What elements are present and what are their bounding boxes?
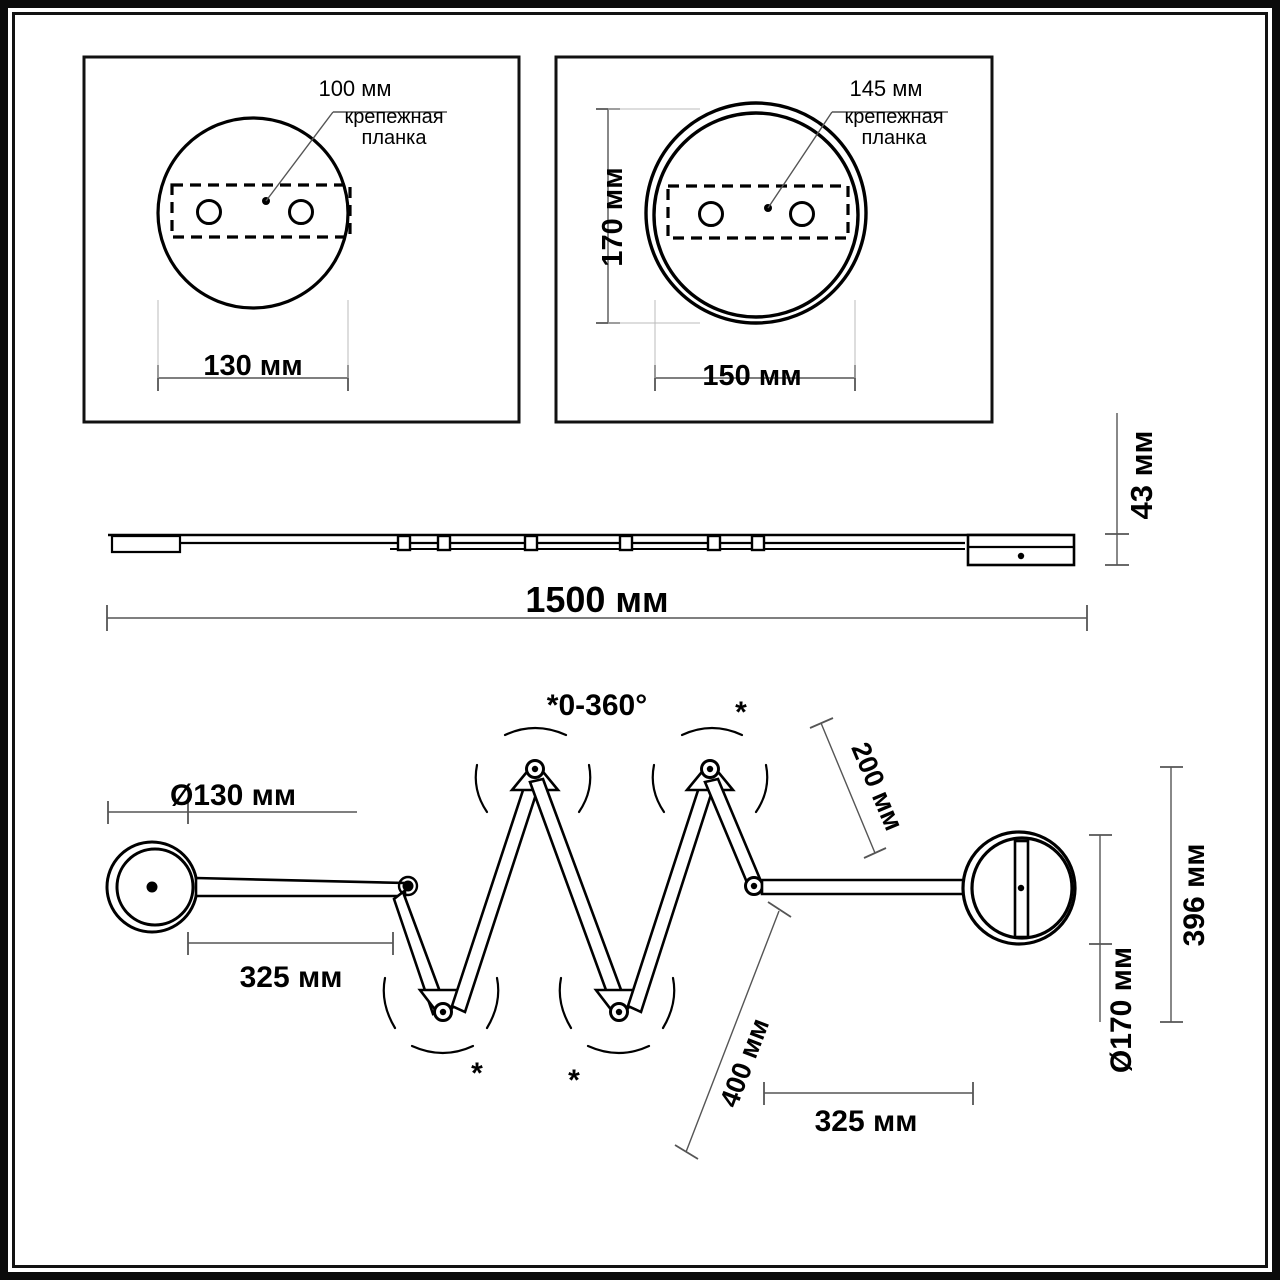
label-1500mm: 1500 мм: [525, 579, 668, 620]
dim-ticks-325-left: [187, 932, 394, 955]
dim-ticks-325-right: [763, 1082, 974, 1105]
ext-lines-170: [608, 108, 700, 324]
profile-left-cap: [110, 534, 182, 554]
screw-hole-right-large: [789, 201, 815, 227]
profile-head-dot: [1017, 552, 1025, 560]
inner-border: [12, 12, 1268, 1268]
label-200mm: 200 мм: [845, 738, 909, 835]
ext-lines-150: [654, 300, 856, 378]
profile-side-view: [106, 413, 1129, 631]
label-bracket-line1-right: крепежная: [844, 106, 943, 128]
label-325mm-left: 325 мм: [240, 961, 343, 994]
dim-ticks-396: [1160, 766, 1183, 1023]
dim-line-200: [820, 722, 876, 854]
arc-d-right: [754, 763, 769, 814]
profile-head-block: [966, 533, 1076, 567]
arc-b-right: [577, 763, 592, 814]
label-rotation-range: *0-360°: [547, 689, 647, 722]
arm-segment-7: [760, 878, 987, 896]
mount-bracket-dashed-large: [666, 184, 850, 240]
joint-upper-b-dot: [531, 765, 539, 773]
profile-joint-6: [750, 534, 766, 552]
arc-a-right: [485, 976, 500, 1030]
asterisk-joint-d: *: [735, 696, 747, 729]
dim-line-400: [685, 910, 780, 1153]
arm-segment-6: [703, 777, 762, 887]
arc-c-right: [661, 976, 676, 1030]
callout-leader-line: [265, 111, 334, 202]
screw-hole-right: [288, 199, 314, 225]
label-diameter-130: Ø130 мм: [170, 779, 296, 812]
arc-d-top: [680, 726, 744, 737]
dim-ticks-d170: [1089, 834, 1112, 945]
lamp-head-center-dot: [1017, 884, 1025, 892]
dim-ticks-400: [674, 901, 792, 1160]
joint-1-ring: [397, 875, 419, 897]
label-diameter-170: Ø170 мм: [1105, 947, 1138, 1073]
arc-a-bottom: [410, 1044, 475, 1055]
asterisk-joint-a: *: [471, 1057, 483, 1090]
arm-segment-2: [392, 889, 448, 1016]
mount-plate-outer-circle: [644, 101, 868, 325]
arc-c-left: [558, 976, 573, 1030]
label-43mm: 43 мм: [1124, 431, 1159, 520]
arm-segment-4: [528, 777, 629, 1014]
label-170mm: 170 мм: [597, 167, 629, 266]
arm-segment-5: [626, 773, 718, 1014]
label-400mm: 400 мм: [714, 1014, 775, 1111]
mount-bracket-dashed: [170, 183, 352, 239]
arc-b-left: [474, 763, 489, 814]
label-325mm-right: 325 мм: [815, 1105, 918, 1138]
label-bracket-line2-right: планка: [862, 127, 928, 149]
dim-ticks-d130: [107, 801, 189, 824]
arm-segment-3: [450, 773, 543, 1014]
asterisk-joint-c: *: [568, 1064, 580, 1097]
joint-lower-a-dot: [439, 1008, 447, 1016]
profile-joint-5: [706, 534, 722, 552]
label-bracket-line2-left: планка: [362, 127, 428, 149]
arc-d-left: [651, 763, 666, 814]
main-lamp-view: [105, 717, 1183, 1160]
label-100mm: 100 мм: [318, 76, 391, 101]
profile-joint-3: [523, 534, 539, 552]
dim-ticks-1500: [106, 605, 1088, 631]
profile-joint-1: [396, 534, 412, 552]
label-145mm: 145 мм: [849, 76, 922, 101]
profile-joint-4: [618, 534, 634, 552]
joint-lower-c-dot: [615, 1008, 623, 1016]
joint-elbow-e-dot: [750, 882, 758, 890]
mount-plate-circle: [156, 116, 350, 310]
label-bracket-line1-left: крепежная: [344, 106, 443, 128]
screw-hole-left: [196, 199, 222, 225]
joint-1-pivot: [402, 880, 414, 892]
panel-ceiling-mount-plate-small: [82, 55, 521, 424]
lamp-base-center-dot: [146, 881, 158, 893]
screw-hole-left-large: [698, 201, 724, 227]
panel-border-left: [82, 55, 521, 424]
ext-lines-130: [157, 300, 349, 378]
dim-ticks-43: [1105, 533, 1129, 566]
label-150mm: 150 мм: [702, 360, 801, 392]
panel-ceiling-mount-plate-large: [554, 55, 994, 424]
joint-upper-d: [684, 759, 736, 792]
arc-b-top: [503, 726, 568, 737]
callout-leader-line-large: [767, 111, 833, 209]
profile-joint-2: [436, 534, 452, 552]
label-130mm: 130 мм: [203, 350, 302, 382]
dim-ticks-200: [809, 717, 887, 859]
joint-upper-d-dot: [706, 765, 714, 773]
arm-segment-1: [194, 876, 407, 898]
label-396mm: 396 мм: [1178, 844, 1211, 947]
mount-plate-inner-circle: [652, 111, 860, 319]
arc-c-bottom: [586, 1044, 651, 1055]
arc-a-left: [382, 976, 397, 1030]
rotation-arc-group: [382, 726, 769, 1055]
